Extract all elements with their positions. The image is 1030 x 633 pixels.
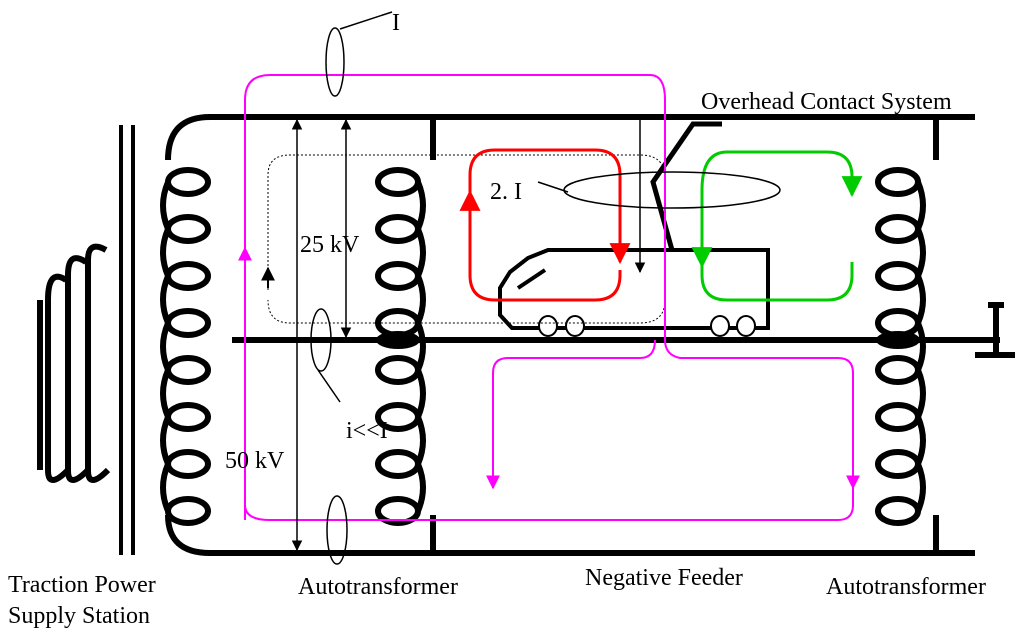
coil-link [915, 180, 926, 231]
coil-link [915, 321, 926, 372]
coil-turn [165, 402, 211, 432]
coil-link [160, 415, 171, 466]
main-current-loop [244, 74, 854, 521]
coil-link [415, 180, 426, 231]
station-secondary-top [165, 114, 211, 161]
station-secondary-bottom [165, 514, 211, 556]
coil-link [415, 321, 426, 372]
coil-turn [875, 214, 921, 244]
current-i-label: I [392, 10, 400, 36]
overhead-contact-system-label: Overhead Contact System [701, 89, 952, 115]
coil-link [415, 227, 426, 278]
coil-turn [165, 167, 211, 197]
coil-turn [375, 496, 421, 526]
coil-link [915, 462, 926, 513]
coil-link [160, 321, 171, 372]
coil-link [915, 415, 926, 466]
probe-train-leader [537, 181, 569, 193]
autotransformer-right-label: Autotransformer [826, 574, 986, 600]
probe-top-leader [339, 11, 393, 30]
current-probe-feeder [326, 495, 348, 565]
coil-link [160, 462, 171, 513]
coil-turn [165, 214, 211, 244]
coil-turn [875, 402, 921, 432]
coil-turn [875, 261, 921, 291]
coil-link [915, 227, 926, 278]
right-current-loop [700, 150, 863, 302]
probe-rail-leader [317, 369, 341, 403]
coil-turn [375, 261, 421, 291]
autotransformer-left-label: Autotransformer [298, 574, 458, 600]
main-loop-inner-left [486, 339, 656, 490]
current-probe-rail [310, 308, 332, 372]
coil-turn [375, 214, 421, 244]
coil-link [160, 227, 171, 278]
coil-turn [165, 449, 211, 479]
voltage-25kv-label: 25 kV [300, 232, 360, 258]
current-small-label: i<<I [346, 418, 388, 444]
current-probe-top [325, 27, 345, 97]
coil-turn [875, 167, 921, 197]
at-right-midpoint [876, 331, 920, 349]
pantograph [650, 121, 722, 251]
coil-turn [875, 449, 921, 479]
coil-turn [165, 496, 211, 526]
coil-turn [165, 261, 211, 291]
coil-turn [375, 449, 421, 479]
coil-link [915, 368, 926, 419]
left-current-loop [468, 148, 631, 265]
coil-turn [875, 355, 921, 385]
coil-link [160, 180, 171, 231]
current-2i-label: 2. I [490, 179, 522, 205]
current-probe-train [563, 171, 781, 209]
station-label-line1: Traction Power [8, 572, 156, 598]
ground-icon [965, 302, 1015, 358]
negative-feeder-label: Negative Feeder [585, 565, 743, 591]
coil-link [160, 274, 171, 325]
train-icon [498, 248, 770, 337]
coil-link [415, 368, 426, 419]
coil-turn [875, 496, 921, 526]
coil-turn [375, 355, 421, 385]
station-secondary-coil [160, 167, 211, 526]
coil-turn [165, 355, 211, 385]
coil-turn [165, 308, 211, 338]
primary-winding [37, 243, 111, 483]
coil-link [415, 415, 426, 466]
coil-link [415, 274, 426, 325]
coil-link [915, 274, 926, 325]
coil-link [415, 462, 426, 513]
station-label-line2: Supply Station [8, 603, 151, 629]
coil-turn [375, 167, 421, 197]
at-left-midpoint [376, 331, 420, 349]
autotransformer-right-coil [875, 167, 926, 526]
left-current-loop-lower [459, 189, 622, 302]
voltage-50kv-label: 50 kV [225, 448, 285, 474]
coil-link [160, 368, 171, 419]
